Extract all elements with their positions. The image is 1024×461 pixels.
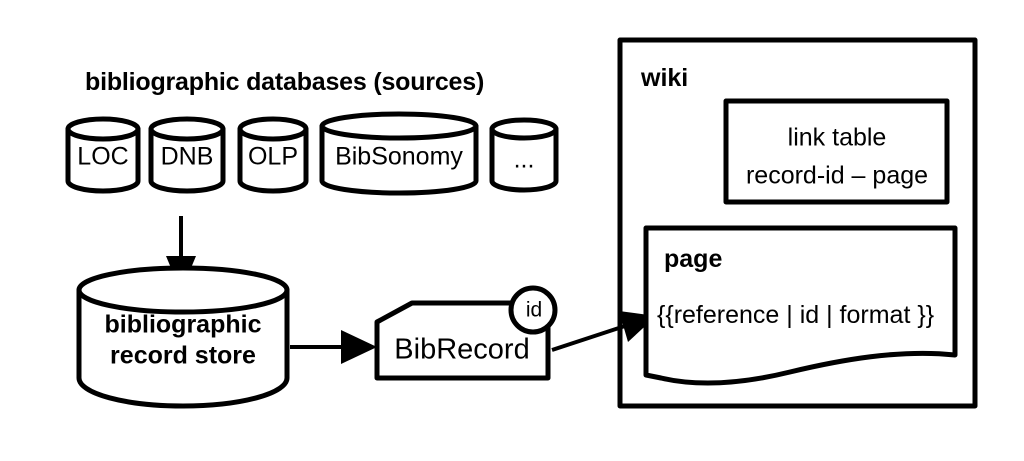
link-table-mapping: record-id – page [745,161,929,190]
link-table-box[interactable] [723,98,950,205]
source-cylinder-bibsonomy[interactable] [319,111,479,196]
page-template-text: {{reference | id | format }} [657,301,935,329]
id-badge-label: id [525,298,543,322]
record-store-label: bibliographic record store [105,310,262,371]
record-store-line2: record store [110,341,256,369]
source-label-loc: LOC [77,142,129,171]
link-table-title: link table [787,123,887,152]
record-store-line1: bibliographic [104,310,262,339]
source-label-bibsonomy: BibSonomy [335,142,463,171]
source-cylinder-olp[interactable] [237,116,309,194]
source-cylinder-more[interactable] [489,117,559,193]
sources-heading: bibliographic databases (sources) [85,68,485,96]
bibliographic-record-store[interactable] [76,265,290,409]
wiki-label: wiki [641,64,689,92]
arrow-bibrecord-to-page [551,311,656,352]
page-label: page [664,245,723,273]
source-label-dnb: DNB [160,142,214,171]
arrow-store-to-bibrecord [290,330,377,364]
bibrecord-node[interactable] [374,300,551,381]
wiki-container[interactable] [617,37,978,409]
source-cylinder-loc[interactable] [65,116,141,194]
source-label-olp: OLP [247,142,299,171]
id-badge[interactable] [508,285,558,335]
source-cylinder-dnb[interactable] [148,116,226,194]
bibrecord-label: BibRecord [394,333,530,366]
source-label-more: ... [513,145,535,174]
page-document-shape[interactable] [643,225,958,386]
